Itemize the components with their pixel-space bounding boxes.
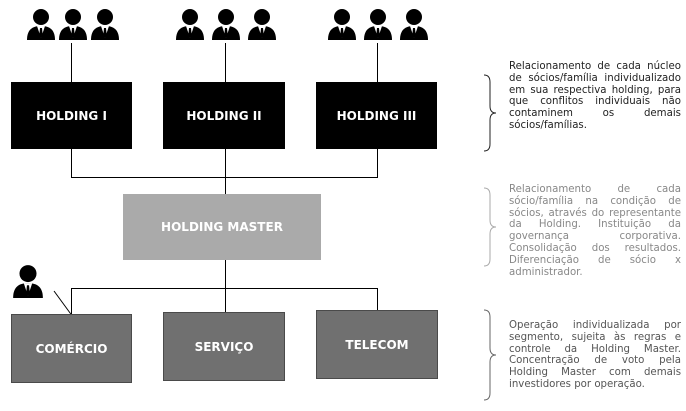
holding-ii-box: HOLDING II [163,82,285,149]
holding-master-box: HOLDING MASTER [123,194,321,260]
people-group-holding-iii [328,9,428,40]
connector-line [225,43,226,82]
holding-i-box: HOLDING I [11,82,132,149]
segment-servico-label: SERVIÇO [194,339,254,354]
person-icon [248,9,276,40]
person-icon [176,9,204,40]
description-segments: Operação individualizada por segmento, s… [509,320,681,390]
right-brace [483,187,497,267]
person-icon [27,9,55,40]
holding-i-label: HOLDING I [36,108,107,123]
segment-servico-box: SERVIÇO [163,312,285,381]
description-holdings: Relacionamento de cada núcleo de sócios/… [509,61,681,131]
people-group-holding-ii [176,9,276,40]
person-icon [59,9,87,40]
person-icon [364,9,392,40]
connector-line [71,43,72,82]
connector-line [225,260,226,312]
holding-iii-box: HOLDING III [316,82,437,149]
person-icon [212,9,240,40]
connector-line [377,149,378,178]
connector-line [71,288,72,314]
segment-comercio-box: COMÉRCIO [11,314,132,383]
right-brace [483,309,497,401]
right-brace [483,74,497,152]
connector-line [377,288,378,312]
person-icon [91,9,119,40]
person-icon [328,9,356,40]
holding-iii-label: HOLDING III [336,108,417,123]
connector-line [71,288,378,289]
holding-ii-label: HOLDING II [186,108,262,123]
connector-line [71,177,378,178]
administrator-person-icon [13,265,43,298]
segment-comercio-label: COMÉRCIO [35,341,108,356]
person-icon [400,9,428,40]
person-icon [13,265,43,298]
holding-master-label: HOLDING MASTER [161,220,283,234]
segment-telecom-label: TELECOM [345,337,409,352]
people-group-holding-i [27,9,119,40]
connector-line [377,43,378,82]
description-master: Relacionamento de cada sócio/família na … [509,184,681,278]
connector-line [225,149,226,194]
connector-line [53,290,74,318]
connector-line [71,149,72,178]
segment-telecom-box: TELECOM [316,310,438,379]
